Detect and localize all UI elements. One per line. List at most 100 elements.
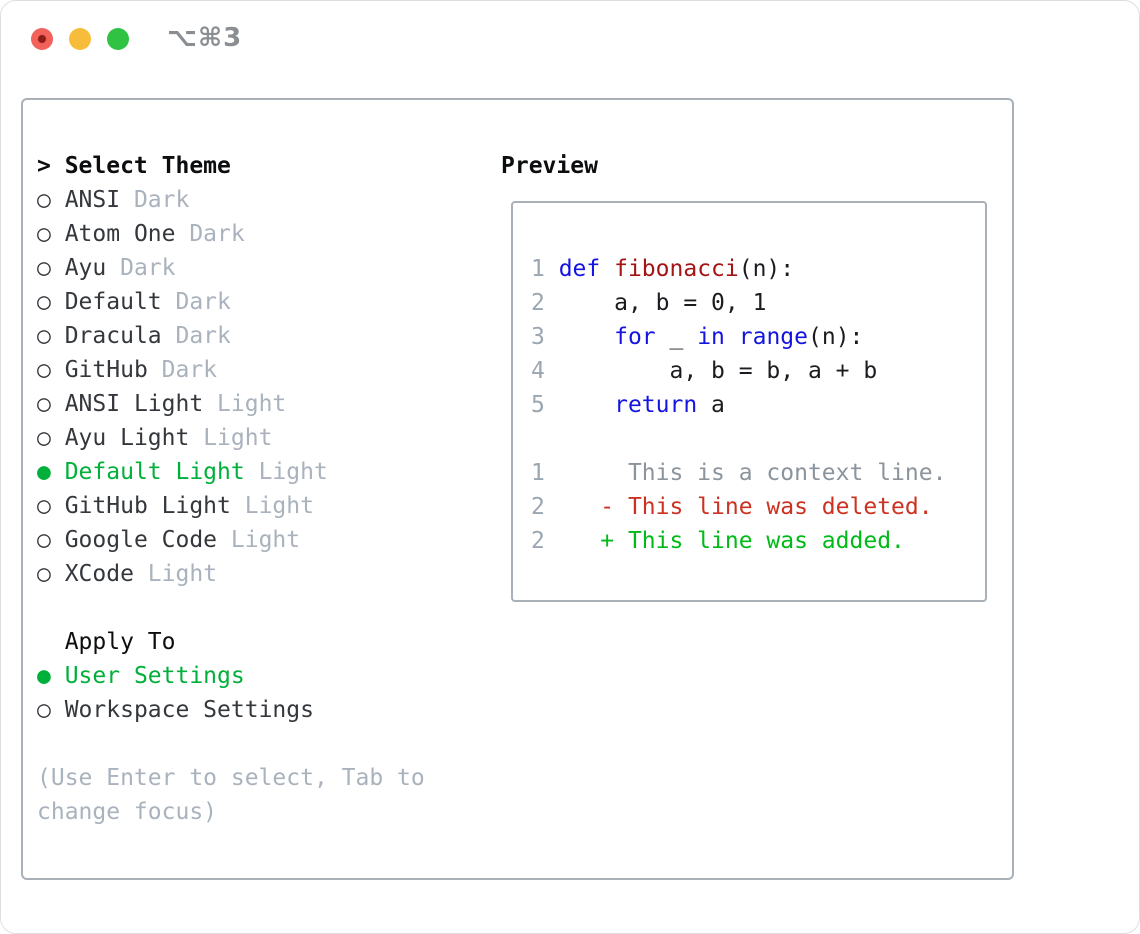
radio-selected-icon: ●	[37, 663, 51, 689]
code-segment: a, b = 0, 1	[558, 290, 767, 316]
close-button[interactable]	[31, 28, 53, 50]
option-label: GitHub	[50, 357, 148, 383]
num-segment: 2	[531, 494, 559, 520]
code-segment	[725, 324, 739, 350]
theme-option-atom-one-dark[interactable]: ○ Atom One Dark	[37, 217, 425, 251]
preview-header: Preview	[501, 153, 598, 179]
theme-option-github-dark[interactable]: ○ GitHub Dark	[37, 353, 425, 387]
code-line-2: 2 a, b = 0, 1	[531, 286, 985, 320]
code-segment	[559, 392, 614, 418]
theme-option-dracula-dark[interactable]: ○ Dracula Dark	[37, 319, 425, 353]
apply-option-user-settings[interactable]: ● User Settings	[37, 659, 425, 693]
option-label: Default	[50, 289, 162, 315]
num-segment: 4	[531, 358, 559, 384]
radio-unselected-icon: ○	[37, 493, 51, 519]
num-segment: 1	[531, 256, 559, 282]
radio-unselected-icon: ○	[37, 527, 51, 553]
theme-picker-panel: > Select Theme ○ ANSI Dark○ Atom One Dar…	[21, 98, 1014, 880]
theme-option-default-light-light[interactable]: ● Default Light Light	[37, 455, 425, 489]
titlebar: ⌥⌘3	[1, 1, 1139, 77]
num-segment: 2	[531, 290, 559, 316]
option-variant: Light	[217, 527, 301, 553]
minimize-button[interactable]	[69, 28, 91, 50]
del-segment: - This line was deleted.	[558, 494, 933, 520]
option-label: Google Code	[50, 527, 218, 553]
radio-unselected-icon: ○	[37, 221, 51, 247]
option-label: Ayu	[50, 255, 107, 281]
zoom-button[interactable]	[107, 28, 129, 50]
add-segment: + This line was added.	[558, 528, 905, 554]
num-segment: 1	[531, 460, 559, 486]
option-label: Default Light	[50, 459, 245, 485]
option-label: ANSI	[50, 187, 121, 213]
apply-option-workspace-settings[interactable]: ○ Workspace Settings	[37, 693, 425, 727]
theme-option-ansi-dark[interactable]: ○ ANSI Dark	[37, 183, 425, 217]
option-variant: Dark	[120, 187, 190, 213]
radio-selected-icon: ●	[37, 459, 51, 485]
theme-picker-header: > Select Theme	[37, 153, 231, 179]
code-line-5: 5 return a	[531, 388, 985, 422]
code-segment: _	[655, 324, 698, 350]
option-label: Dracula	[50, 323, 162, 349]
code-segment: a, b = b, a + b	[558, 358, 878, 384]
option-label: XCode	[50, 561, 134, 587]
option-variant: Light	[244, 459, 328, 485]
help-text-line: (Use Enter to select, Tab to	[37, 765, 425, 791]
option-variant: Light	[133, 561, 218, 587]
theme-option-xcode-light[interactable]: ○ XCode Light	[37, 557, 425, 591]
code-line-1: 1 def fibonacci(n):	[531, 252, 985, 286]
option-variant: Dark	[161, 289, 231, 315]
radio-unselected-icon: ○	[37, 289, 51, 315]
num-segment: 3	[531, 324, 559, 350]
kw-segment: return	[614, 392, 698, 418]
kw-segment: def	[558, 256, 601, 282]
num-segment: 5	[531, 392, 559, 418]
option-variant: Light	[203, 391, 287, 417]
ctx-segment: This is a context line.	[558, 460, 947, 486]
apply-to-list: ● User Settings○ Workspace Settings	[37, 659, 425, 727]
theme-option-github-light-light[interactable]: ○ GitHub Light Light	[37, 489, 425, 523]
apply-to-header: Apply To	[37, 629, 176, 655]
theme-picker: > Select Theme ○ ANSI Dark○ Atom One Dar…	[37, 149, 425, 829]
theme-option-ayu-light-light[interactable]: ○ Ayu Light Light	[37, 421, 425, 455]
theme-option-ayu-dark[interactable]: ○ Ayu Dark	[37, 251, 425, 285]
radio-unselected-icon: ○	[37, 187, 51, 213]
help-text-line: change focus)	[37, 799, 218, 825]
num-segment: 2	[531, 528, 559, 554]
theme-option-ansi-light-light[interactable]: ○ ANSI Light Light	[37, 387, 425, 421]
radio-unselected-icon: ○	[37, 391, 51, 417]
theme-options-list: ○ ANSI Dark○ Atom One Dark○ Ayu Dark○ De…	[37, 183, 425, 591]
diff-context-line: 1 This is a context line.	[531, 456, 985, 490]
option-variant: Light	[230, 493, 314, 519]
code-segment: (n):	[738, 256, 795, 282]
code-line-3: 3 for _ in range(n):	[531, 320, 985, 354]
radio-unselected-icon: ○	[37, 255, 51, 281]
kw-segment: range	[738, 324, 808, 350]
code-segment: a	[697, 392, 725, 418]
preview-blank-line	[531, 422, 985, 456]
theme-option-google-code-light[interactable]: ○ Google Code Light	[37, 523, 425, 557]
radio-unselected-icon: ○	[37, 357, 51, 383]
option-label: Atom One	[50, 221, 176, 247]
radio-unselected-icon: ○	[37, 561, 51, 587]
diff-added-line: 2 + This line was added.	[531, 524, 985, 558]
option-variant: Dark	[161, 323, 231, 349]
option-variant: Light	[189, 425, 273, 451]
theme-option-default-dark[interactable]: ○ Default Dark	[37, 285, 425, 319]
fn-segment: fibonacci	[614, 256, 739, 282]
code-segment: (n):	[808, 324, 864, 350]
option-variant: Dark	[175, 221, 245, 247]
code-segment	[600, 256, 614, 282]
radio-unselected-icon: ○	[37, 697, 51, 723]
option-label: Workspace Settings	[50, 697, 314, 723]
option-variant: Dark	[106, 255, 176, 281]
radio-unselected-icon: ○	[37, 425, 51, 451]
code-line-4: 4 a, b = b, a + b	[531, 354, 985, 388]
help-text: (Use Enter to select, Tab to change focu…	[37, 761, 425, 829]
radio-unselected-icon: ○	[37, 323, 51, 349]
option-label: Ayu Light	[50, 425, 190, 451]
option-label: User Settings	[50, 663, 245, 689]
